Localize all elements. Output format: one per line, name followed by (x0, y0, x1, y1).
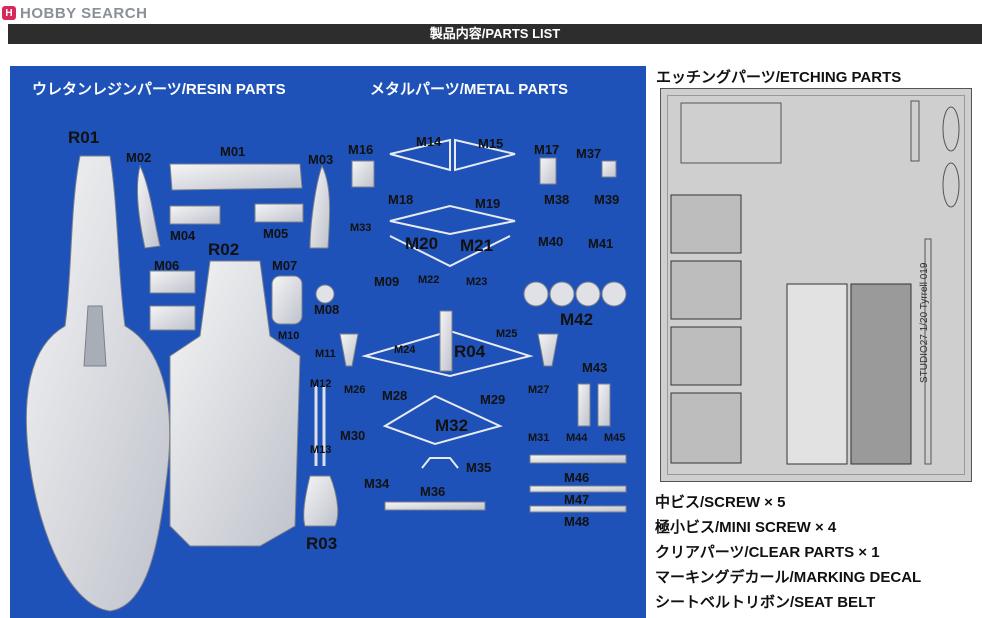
etching-fret: STUDIO27 1/20 Tyrrell 019 (660, 88, 972, 482)
part-m04 (169, 205, 221, 225)
label-m24: M24 (394, 344, 416, 356)
label-m33: M33 (350, 222, 372, 234)
label-m25: M25 (496, 328, 518, 340)
accessory-marking-decal: マーキングデカール/MARKING DECAL (655, 569, 922, 586)
label-m09: M09 (374, 274, 400, 289)
label-m14: M14 (416, 134, 442, 149)
part-m35 (421, 457, 459, 469)
label-m10: M10 (278, 330, 300, 342)
label-m42: M42 (560, 310, 594, 329)
part-m37 (601, 160, 617, 178)
label-m39: M39 (594, 192, 620, 207)
label-m43: M43 (582, 360, 608, 375)
part-m05 (254, 203, 304, 223)
label-m44: M44 (566, 432, 588, 444)
label-m18: M18 (388, 192, 414, 207)
label-m35: M35 (466, 460, 492, 475)
part-r02 (169, 260, 301, 547)
parts-illustration (25, 138, 627, 612)
part-m06 (149, 270, 196, 294)
logo-badge-icon: H (2, 6, 16, 20)
accessory-screw: 中ビス/SCREW × 5 (655, 494, 786, 511)
part-m17 (539, 157, 557, 185)
label-r03: R03 (306, 534, 338, 553)
label-m34: M34 (364, 476, 390, 491)
label-m02: M02 (126, 150, 152, 165)
part-r01 (25, 155, 171, 612)
logo-text: HOBBY SEARCH (20, 4, 148, 22)
label-m38: M38 (544, 192, 570, 207)
metal-parts-heading: メタルパーツ/METAL PARTS (370, 81, 569, 98)
site-logo[interactable]: H HOBBY SEARCH (2, 4, 147, 22)
part-m46 (529, 454, 627, 464)
etching-parts-heading: エッチングパーツ/ETCHING PARTS (656, 69, 902, 86)
parts-photo-panel: ウレタンレジンパーツ/RESIN PARTS メタルパーツ/METAL PART… (10, 66, 646, 618)
part-r04 (439, 310, 453, 372)
label-m37: M37 (576, 146, 602, 161)
accessory-seat-belt: シートベルトリボン/SEAT BELT (655, 594, 876, 611)
label-m36: M36 (420, 484, 446, 499)
part-m02 (137, 164, 161, 249)
label-m40: M40 (538, 234, 564, 249)
part-m07 (271, 275, 303, 325)
accessory-clear-parts: クリアパーツ/CLEAR PARTS × 1 (655, 544, 880, 561)
label-m17: M17 (534, 142, 560, 157)
label-r02: R02 (208, 240, 240, 259)
part-m48 (529, 505, 627, 513)
label-m15: M15 (478, 136, 504, 151)
part-r03 (303, 475, 339, 527)
label-m11: M11 (315, 348, 336, 360)
label-r01: R01 (68, 128, 100, 147)
label-m03: M03 (308, 152, 334, 167)
label-m04: M04 (170, 228, 196, 243)
etching-side-text: STUDIO27 1/20 Tyrrell 019 (919, 262, 930, 383)
parts-list-title: 製品内容/PARTS LIST (8, 24, 982, 44)
label-m13: M13 (310, 444, 332, 456)
label-r04: R04 (454, 342, 486, 361)
etching-illustration (670, 100, 960, 465)
label-m27: M27 (528, 384, 550, 396)
label-m29: M29 (480, 392, 506, 407)
label-m01: M01 (220, 144, 246, 159)
part-m16 (351, 160, 375, 188)
label-m48: M48 (564, 514, 590, 529)
label-m46: M46 (564, 470, 590, 485)
label-m23: M23 (466, 276, 488, 288)
label-m08: M08 (314, 302, 340, 317)
label-m26: M26 (344, 384, 366, 396)
label-m45: M45 (604, 432, 626, 444)
part-m36 (384, 501, 486, 511)
label-m30: M30 (340, 428, 366, 443)
label-m20: M20 (405, 234, 439, 253)
label-m22: M22 (418, 274, 440, 286)
accessory-mini-screw: 極小ビス/MINI SCREW × 4 (655, 519, 837, 536)
resin-parts-heading: ウレタンレジンパーツ/RESIN PARTS (32, 81, 286, 98)
label-m12: M12 (310, 378, 332, 390)
label-m05: M05 (263, 226, 289, 241)
label-m21: M21 (460, 236, 494, 255)
label-m19: M19 (475, 196, 501, 211)
label-m28: M28 (382, 388, 408, 403)
label-m06: M06 (154, 258, 180, 273)
part-m01 (169, 163, 303, 191)
part-m08 (315, 284, 335, 304)
label-m07: M07 (272, 258, 298, 273)
label-m32: M32 (435, 416, 469, 435)
label-m47: M47 (564, 492, 590, 507)
label-m41: M41 (588, 236, 614, 251)
part-m47 (529, 485, 627, 493)
label-m31: M31 (528, 432, 550, 444)
label-m16: M16 (348, 142, 374, 157)
part-m03 (309, 164, 331, 249)
